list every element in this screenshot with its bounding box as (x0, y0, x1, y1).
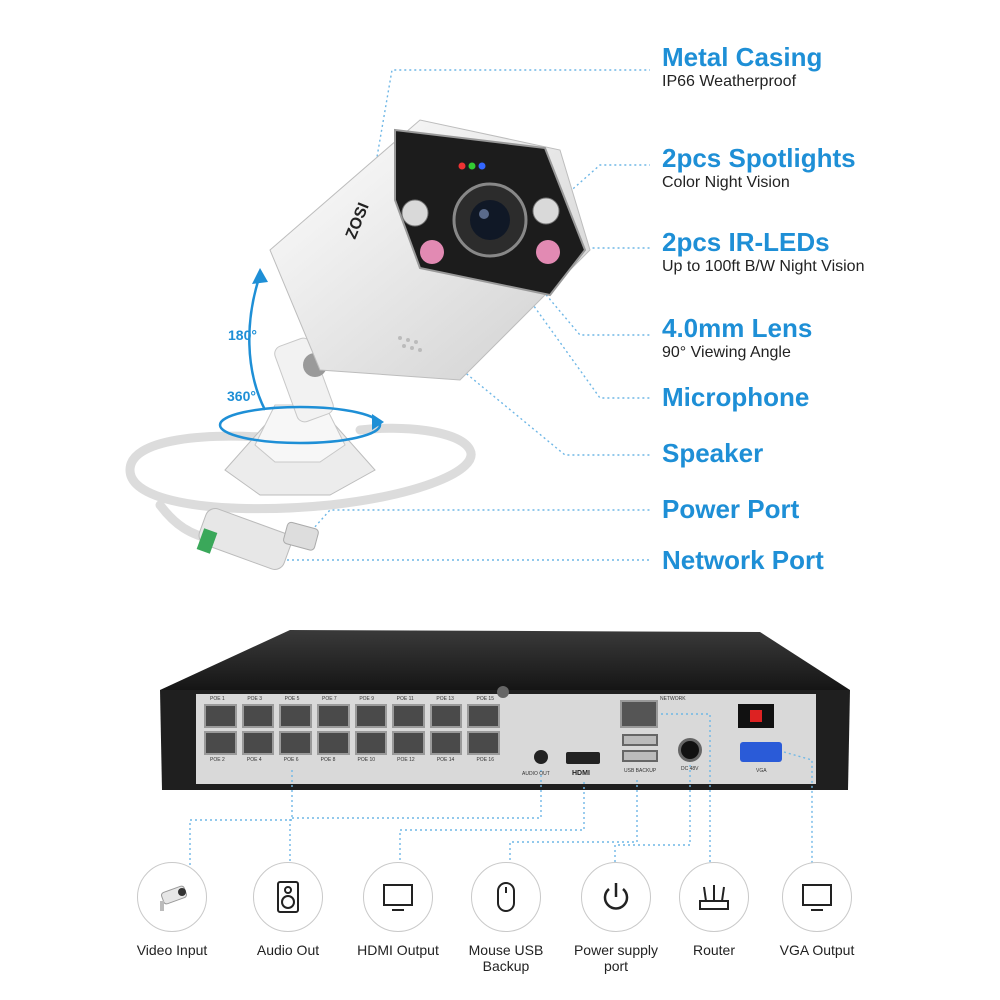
feature-ir-leds: 2pcs IR-LEDs Up to 100ft B/W Night Visio… (662, 227, 864, 277)
poe-port-label: POE 1 (210, 696, 225, 702)
camera-icon (137, 862, 207, 932)
poe-port[interactable] (354, 704, 388, 728)
audio-out-label: AUDIO OUT (522, 771, 550, 777)
poe-port[interactable] (467, 731, 500, 755)
feature-title: Microphone (662, 382, 810, 412)
poe-port[interactable] (204, 704, 237, 728)
network-label: NETWORK (660, 696, 686, 702)
connection-label: Power supply port (573, 942, 659, 974)
dc-label: DC 48V (681, 766, 699, 772)
poe-port[interactable] (354, 731, 388, 755)
connection-label: Router (692, 942, 736, 958)
poe-panel: POE 1 POE 3 POE 5 POE 7 POE 9 POE 11 POE 13 POE… (204, 696, 500, 780)
connection-audio-out: Audio Out (228, 862, 348, 958)
feature-subtitle: 90° Viewing Angle (662, 344, 791, 361)
feature-title: 2pcs Spotlights (662, 143, 856, 173)
rotation-arrows (218, 268, 384, 445)
feature-microphone: Microphone (662, 382, 809, 412)
poe-port-label: POE 3 (247, 696, 263, 702)
poe-port-label: POE 12 (397, 757, 415, 763)
feature-spotlights: 2pcs Spotlights Color Night Vision (662, 143, 856, 193)
mouse-icon (471, 862, 541, 932)
feature-title: 4.0mm Lens (662, 313, 813, 343)
network-port[interactable] (620, 700, 658, 728)
rotation-180-label: 180° (228, 327, 257, 343)
feature-metal-casing: Metal Casing IP66 Weatherproof (662, 42, 822, 92)
connection-video-input: Video Input (112, 862, 232, 958)
hdmi-label: HDMI (572, 770, 590, 777)
feature-title: Speaker (662, 438, 764, 468)
monitor-icon (363, 862, 433, 932)
poe-port[interactable] (392, 731, 425, 755)
usb-port-2[interactable] (622, 750, 658, 762)
feature-title: Network Port (662, 545, 824, 575)
poe-port[interactable] (241, 704, 275, 728)
speaker-icon (253, 862, 323, 932)
connection-label: Mouse USB Backup (468, 942, 544, 974)
audio-out-jack[interactable] (534, 750, 548, 764)
poe-port[interactable] (392, 704, 425, 728)
poe-port[interactable] (204, 731, 237, 755)
poe-port-label: POE 5 (284, 696, 300, 702)
usb-label: USB BACKUP (624, 768, 657, 774)
poe-port-label: POE 11 (396, 696, 414, 702)
connection-label: HDMI Output (357, 942, 439, 958)
poe-port[interactable] (467, 704, 500, 728)
feature-lens: 4.0mm Lens 90° Viewing Angle (662, 313, 812, 363)
poe-port[interactable] (279, 704, 312, 728)
poe-port[interactable] (316, 731, 350, 755)
poe-port-label: POE 15 (476, 696, 494, 702)
rotation-360-label: 360° (227, 388, 256, 404)
feature-subtitle: Up to 100ft B/W Night Vision (662, 258, 865, 275)
poe-port[interactable] (241, 731, 275, 755)
feature-subtitle: Color Night Vision (662, 174, 790, 191)
connection-power-supply: Power supply port (556, 862, 676, 974)
poe-port-label: POE 13 (436, 696, 454, 702)
feature-power-port: Power Port (662, 494, 799, 524)
connection-vga-output: VGA Output (757, 862, 877, 958)
cable-connectors (196, 508, 319, 570)
feature-title: Metal Casing (662, 42, 823, 72)
power-switch[interactable] (738, 704, 774, 728)
vga-label: VGA (756, 768, 767, 774)
monitor-icon (782, 862, 852, 932)
feature-speaker: Speaker (662, 438, 763, 468)
poe-port[interactable] (279, 731, 312, 755)
poe-port[interactable] (429, 731, 463, 755)
vga-port[interactable] (740, 742, 782, 762)
camera-body: ZOSI (269, 119, 591, 381)
connection-hdmi-output: HDMI Output (338, 862, 458, 958)
poe-port-label: POE 16 (476, 757, 494, 763)
feature-network-port: Network Port (662, 545, 824, 575)
poe-port-label: POE 6 (283, 757, 299, 763)
poe-port-label: POE 14 (436, 757, 455, 763)
connection-usb-backup: Mouse USB Backup (446, 862, 566, 974)
poe-port-label: POE 7 (321, 696, 337, 702)
power-icon (581, 862, 651, 932)
poe-port-label: POE 10 (357, 757, 376, 763)
connection-label: Video Input (136, 942, 208, 958)
poe-port-label: POE 4 (246, 757, 262, 763)
usb-port-1[interactable] (622, 734, 658, 746)
poe-port-label: POE 8 (320, 757, 336, 763)
connection-label: Audio Out (256, 942, 320, 958)
poe-port[interactable] (429, 704, 463, 728)
camera-mount (224, 337, 376, 496)
poe-port-label: POE 9 (359, 696, 375, 702)
feature-title: Power Port (662, 494, 800, 524)
feature-title: 2pcs IR-LEDs (662, 227, 830, 257)
nvr-leader-lines (189, 713, 813, 868)
router-icon (679, 862, 749, 932)
poe-port[interactable] (316, 704, 350, 728)
poe-port-label: POE 2 (210, 757, 225, 763)
connection-label: VGA Output (779, 942, 855, 958)
dc-power-jack[interactable] (678, 738, 702, 762)
feature-subtitle: IP66 Weatherproof (662, 73, 797, 90)
connection-router: Router (654, 862, 774, 958)
hdmi-port[interactable] (566, 752, 600, 764)
